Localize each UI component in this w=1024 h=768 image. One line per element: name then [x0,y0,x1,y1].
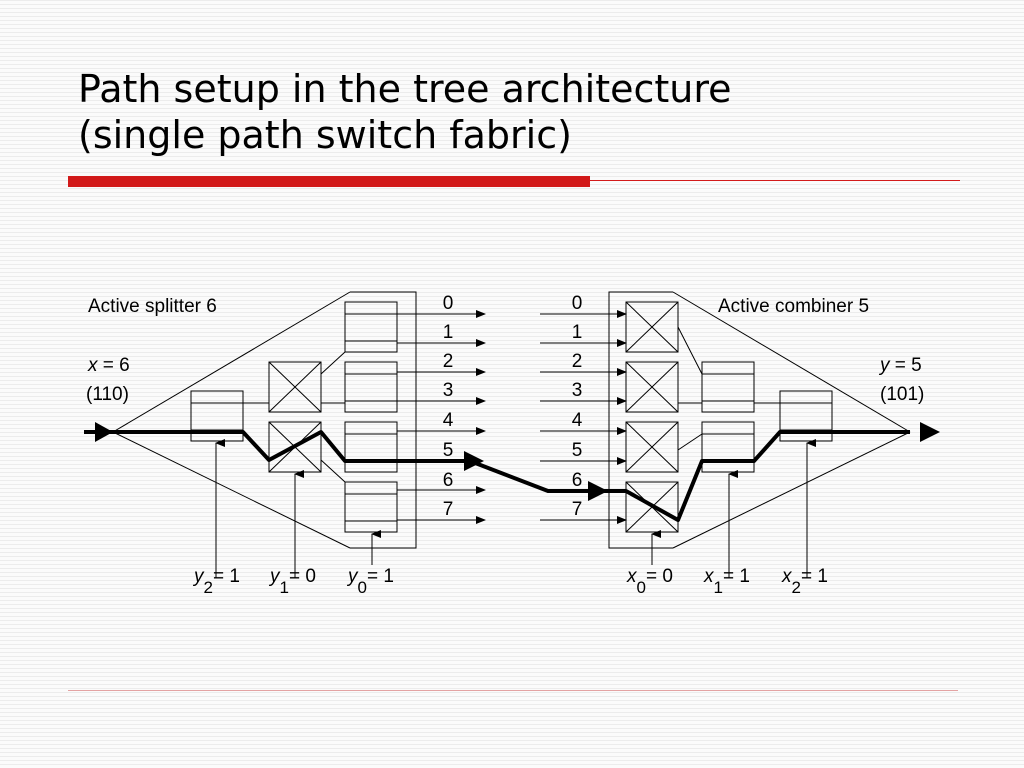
splitter-label: Active splitter 6 [88,296,217,317]
combiner-input-arrowhead [588,481,608,501]
active-combiner [540,291,911,578]
title-underline-thin [590,180,960,181]
output-eq: = 5 [890,355,922,376]
combiner-label: Active combiner 5 [718,296,869,317]
splitter-outline-top [112,291,351,433]
combiner-stage1-switch-1 [625,361,679,413]
splitter-port-3: 3 [443,380,454,401]
output-binary: (101) [880,384,924,405]
active-path [84,430,910,522]
splitter-control-labels: y2= 1 y1= 0 y0= 1 [192,566,394,597]
input-var: x [87,355,99,376]
title-underline-red [68,176,590,187]
combiner-stage2-switch-top [701,361,755,413]
combiner-port-7: 7 [572,499,583,520]
splitter-port-1: 1 [443,322,454,343]
input-binary: (110) [86,384,129,405]
output-arrowhead [920,422,940,442]
combiner-port-1: 1 [572,322,583,343]
input-value: x = 6 [87,355,130,376]
title-line-2: (single path switch fabric) [78,113,572,157]
title-line-1: Path setup in the tree architecture [78,67,732,111]
splitter-port-0: 0 [443,293,454,314]
active-splitter [112,291,486,578]
splitter-output-arrows [397,310,486,524]
input-arrowhead [95,422,113,442]
combiner-stage2-switch-bottom [701,421,755,473]
combiner-port-6: 6 [572,470,583,491]
control-label-y2: y2= 1 [192,566,240,597]
output-var: y [878,355,891,376]
splitter-port-2: 2 [443,351,454,372]
control-label-x2: x2= 1 [781,566,828,597]
splitter-stage3-switch-2 [344,421,398,473]
combiner-port-2: 2 [572,351,583,372]
footer-rule [68,690,958,691]
combiner-control-labels: x0= 0 x1= 1 x2= 1 [626,566,828,597]
slide-title: Path setup in the tree architecture (sin… [78,66,978,158]
splitter-stage3-switch-1 [344,361,398,413]
combiner-input-arrows [540,310,627,524]
splitter-stage2-switch-top [268,361,322,413]
splitter-output-arrowhead [464,451,484,471]
combiner-port-labels: 0 1 2 3 4 5 6 7 [572,293,583,520]
splitter-port-5: 5 [443,440,454,461]
control-label-x0: x0= 0 [626,566,673,597]
splitter-outline-bottom [112,431,351,549]
combiner-outline-left [608,291,673,549]
splitter-port-4: 4 [443,410,454,431]
combiner-outline-top [672,291,911,433]
splitter-port-7: 7 [443,499,454,520]
output-value: y = 5 [878,355,922,376]
control-label-x1: x1= 1 [703,566,750,597]
combiner-port-5: 5 [572,440,583,461]
control-label-y1: y1= 0 [268,566,316,597]
combiner-port-3: 3 [572,380,583,401]
control-label-y0: y0= 1 [346,566,394,597]
splitter-port-labels: 0 1 2 3 4 5 6 7 [443,293,454,520]
combiner-outline-bottom [672,431,911,549]
splitter-outline-right [350,291,417,549]
combiner-stage1-switch-2 [625,421,679,473]
combiner-port-0: 0 [572,293,583,314]
combiner-port-4: 4 [572,410,583,431]
splitter-stage3-switch-0 [344,301,398,353]
input-eq: = 6 [98,355,130,376]
splitter-stage3-switch-3 [344,481,398,533]
splitter-port-6: 6 [443,470,454,491]
